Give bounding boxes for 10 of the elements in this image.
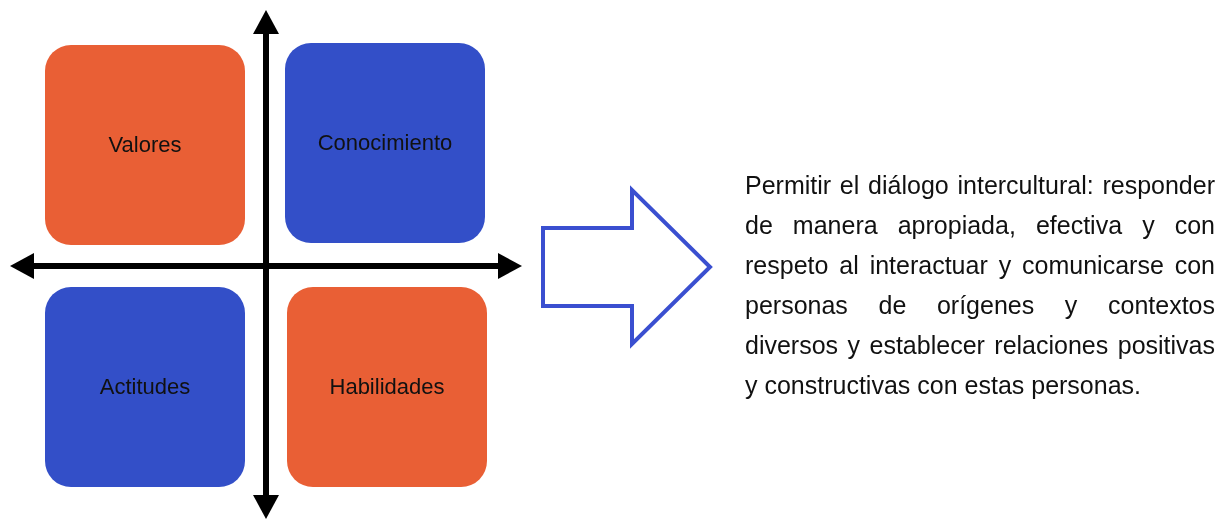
- quadrant-box: [285, 43, 485, 243]
- quadrant-box: [45, 45, 245, 245]
- quadrant-box: [45, 287, 245, 487]
- quadrant-label: Habilidades: [329, 374, 445, 400]
- description-text: Permitir el diálogo intercultural: responder de manera apropiada, efectiva y con respeto al interactuar y comunicarse con personas de orígenes y contextos diversos y establecer relaciones positivas y constructivas con estas personas.: [710, 165, 1215, 405]
- quadrant-box: [287, 287, 487, 487]
- quadrant-label: Valores: [108, 132, 182, 158]
- quadrant-label: Conocimiento: [317, 130, 453, 156]
- quadrant-label: Actitudes: [99, 374, 191, 400]
- block-arrow: [541, 185, 713, 349]
